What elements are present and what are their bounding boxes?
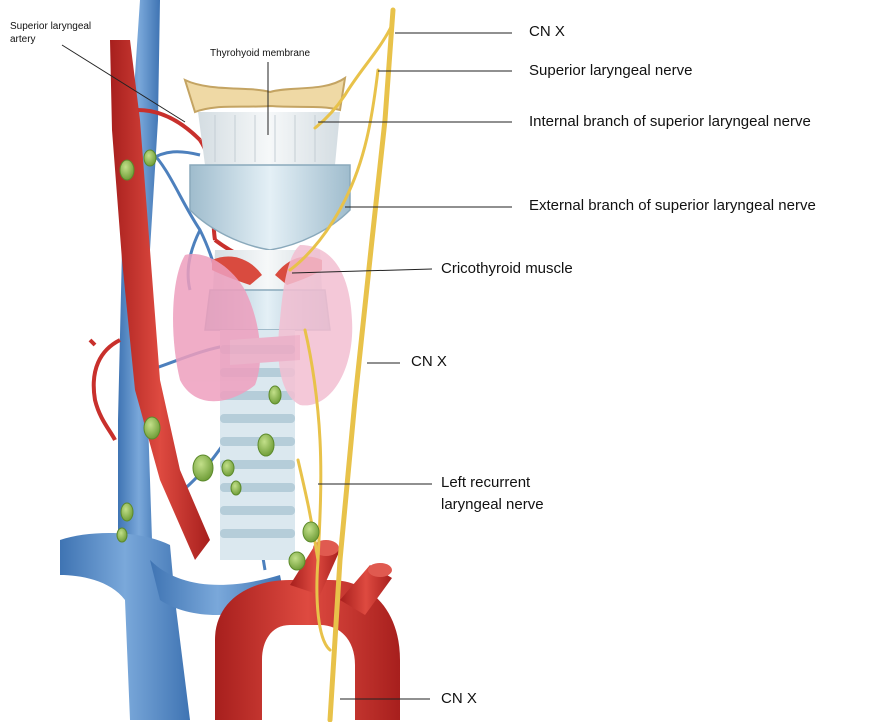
label-superior-laryngeal-artery: Superior laryngeal artery [10,20,91,46]
hyoid-bone [183,75,347,114]
aortic-arch [215,540,400,720]
label-internal-branch: Internal branch of superior laryngeal ne… [529,113,811,130]
label-line: laryngeal nerve [441,496,544,513]
label-cn-x-bottom: CN X [441,690,477,707]
label-left-recurrent-laryngeal-nerve: Left recurrent laryngeal nerve [441,472,544,516]
label-line: artery [10,34,36,45]
label-cn-x-mid: CN X [411,353,447,370]
leader-superior-laryngeal-artery [61,44,186,123]
label-cn-x-top: CN X [529,23,565,40]
leader-cricothyroid-muscle [291,268,433,274]
thyroid-gland [173,245,353,406]
label-line: Superior laryngeal [10,21,92,32]
label-external-branch: External branch of superior laryngeal ne… [529,197,816,214]
label-thyrohyoid-membrane: Thyrohyoid membrane [210,48,311,59]
label-superior-laryngeal-nerve: Superior laryngeal nerve [529,62,693,79]
label-cricothyroid-muscle: Cricothyroid muscle [441,260,573,277]
vagus-nerve [327,7,396,722]
label-line: Left recurrent [441,474,531,491]
thyrohyoid-membrane [198,112,340,165]
lymph-nodes [116,149,320,571]
leader-lines [61,32,512,700]
common-carotid-artery [110,40,210,560]
laryngeal-nerves [288,23,394,652]
thyroid-cartilage [189,164,351,251]
